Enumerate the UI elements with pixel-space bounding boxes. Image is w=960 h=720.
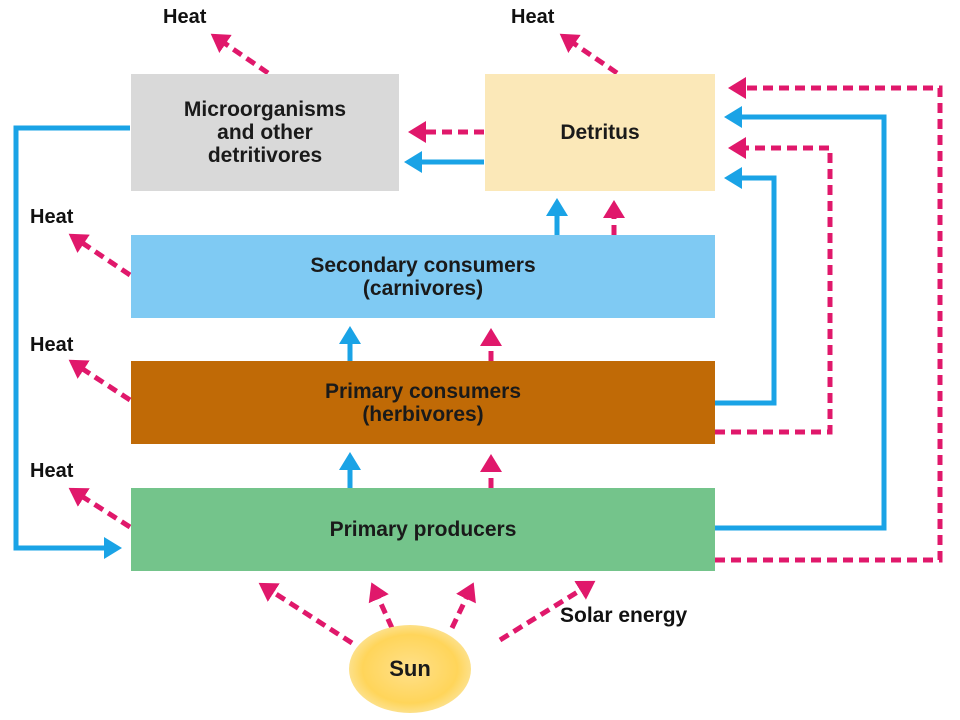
heat-label-micro: Heat	[163, 6, 207, 28]
heat-arrow-secondary	[68, 233, 132, 278]
primary-consumers-line1: Primary consumers	[324, 379, 522, 403]
microorganisms-line3: detritivores	[207, 144, 323, 167]
sun-label: Sun	[389, 656, 431, 681]
solar-arrow-1	[258, 582, 354, 646]
heat-arrow-primary	[68, 359, 132, 403]
detritus-label: Detritus	[560, 121, 640, 144]
loop-micro-to-producers	[13, 125, 130, 559]
heat-label-secondary: Heat	[30, 206, 74, 228]
heat-arrow-micro	[210, 33, 270, 76]
heat-arrow-detritus	[559, 33, 619, 76]
producers-label: Primary producers	[329, 518, 517, 541]
heat-label-producers: Heat	[30, 460, 74, 482]
solar-energy-label: Solar energy	[560, 604, 688, 627]
energy-primary-to-detritus	[715, 137, 833, 435]
sun: Sun	[349, 625, 471, 713]
heat-label-primary: Heat	[30, 334, 74, 356]
solar-arrow-3	[449, 582, 476, 630]
detritus-box: Detritus	[485, 74, 715, 191]
heat-arrow-producers	[68, 487, 132, 530]
primary-consumers-line2: (herbivores)	[362, 402, 484, 426]
energy-flow-lines	[68, 33, 943, 646]
heat-label-detritus: Heat	[511, 6, 555, 28]
secondary-line2: (carnivores)	[362, 276, 484, 300]
secondary-line1: Secondary consumers	[310, 253, 536, 277]
energy-producers-to-detritus	[715, 77, 943, 563]
microorganisms-line1: Microorganisms	[183, 98, 347, 121]
microorganisms-line2: and other	[217, 121, 313, 144]
microorganisms-box: Microorganisms and other detritivores	[131, 74, 399, 191]
loop-producers-to-detritus	[715, 106, 887, 531]
nutrient-flow-lines	[13, 106, 887, 559]
solar-arrow-4	[498, 580, 596, 643]
primary-producers-box: Primary producers	[131, 488, 715, 571]
solar-arrow-2	[368, 582, 395, 630]
primary-consumers-box: Primary consumers (herbivores)	[131, 361, 715, 444]
loop-primary-to-detritus	[715, 167, 777, 406]
secondary-consumers-box: Secondary consumers (carnivores)	[131, 235, 715, 318]
